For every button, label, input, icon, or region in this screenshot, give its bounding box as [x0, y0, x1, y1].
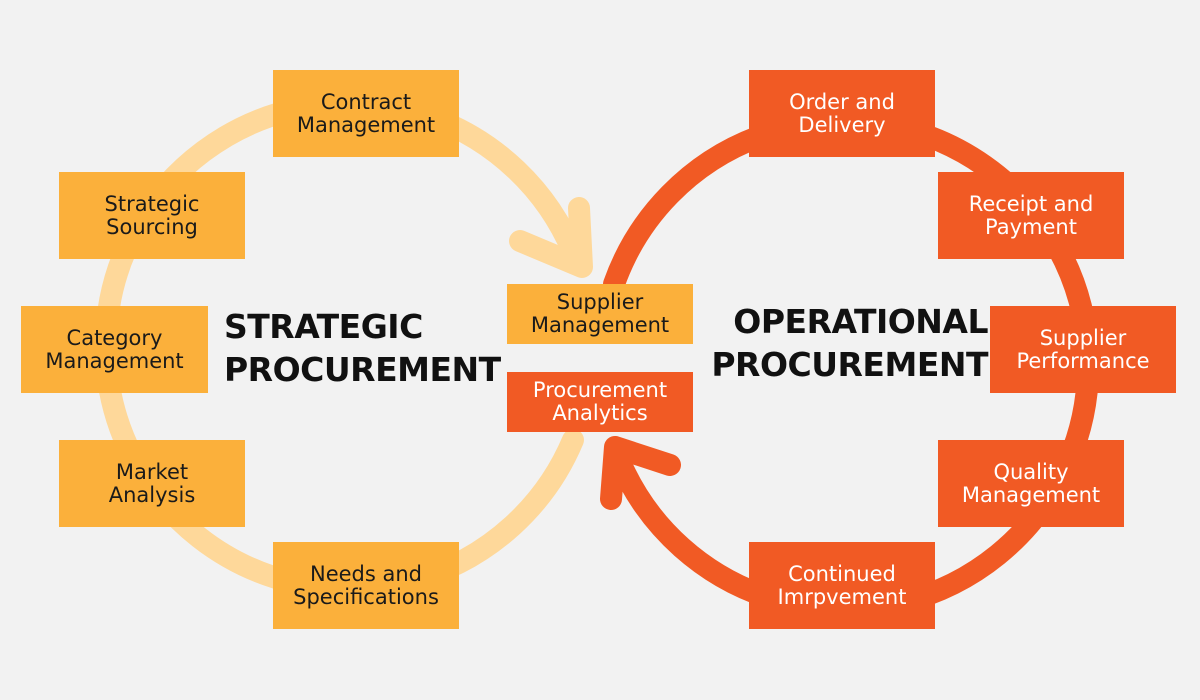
market-analysis-label: Market Analysis [108, 459, 196, 507]
category-management-label: Category Management [45, 325, 184, 373]
contract-management-box: Contract Management [273, 70, 459, 157]
procurement-analytics-label: Procurement Analytics [532, 378, 668, 425]
receipt-and-payment-box: Receipt and Payment [938, 172, 1124, 259]
order-and-delivery-box: Order and Delivery [749, 70, 935, 157]
quality-management-label: Quality Management [961, 459, 1101, 507]
continued-improvement-label: Continued Imrpvement [777, 561, 907, 609]
contract-management-label: Contract Management [296, 89, 436, 137]
quality-management-box: Quality Management [938, 440, 1124, 527]
strategic-sourcing-label: Strategic Sourcing [104, 191, 200, 239]
supplier-management-label: Supplier Management [530, 290, 670, 337]
supplier-performance-label: Supplier Performance [1016, 325, 1150, 373]
strategic-arrowhead [509, 197, 593, 278]
needs-and-specifications-label: Needs and Specifications [293, 561, 439, 609]
operational-arrowhead [600, 436, 681, 510]
strategic-procurement-title: STRATEGIC PROCUREMENT [224, 307, 501, 389]
market-analysis-box: Market Analysis [59, 440, 245, 527]
procurement-analytics-box: Procurement Analytics [507, 372, 693, 432]
category-management-box: Category Management [21, 306, 208, 393]
supplier-performance-box: Supplier Performance [990, 306, 1176, 393]
order-and-delivery-label: Order and Delivery [789, 89, 895, 137]
supplier-management-box: Supplier Management [507, 284, 693, 344]
strategic-sourcing-box: Strategic Sourcing [59, 172, 245, 259]
needs-and-specifications-box: Needs and Specifications [273, 542, 459, 629]
operational-procurement-title: OPERATIONAL PROCUREMENT [711, 302, 988, 384]
continued-improvement-box: Continued Imrpvement [749, 542, 935, 629]
receipt-and-payment-label: Receipt and Payment [968, 191, 1094, 239]
